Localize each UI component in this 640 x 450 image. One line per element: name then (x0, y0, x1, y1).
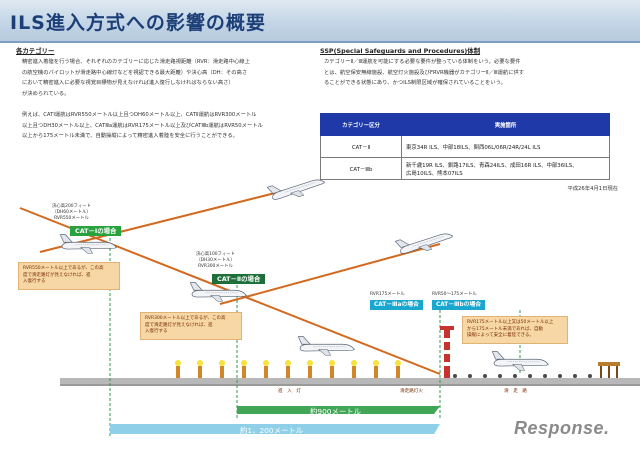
watermark-logo: Response. (514, 418, 610, 438)
cat2-dh-label: 決心高100フィート （DH30メートル） RVR300メートル (196, 252, 235, 270)
cat1-note-line: RVR550メートル以上であるが、この高 (23, 266, 104, 271)
cat1-dh-line: RVR550メートル (54, 216, 89, 221)
cat1-badge: CAT－Ⅰの場合 (70, 226, 122, 236)
right-section-title: SSP(Special Safeguards and Procedures)体制 (320, 47, 481, 55)
location-line: 東京34R ILS、中部18ILS、関西06L/06R/24R/24L ILS (406, 144, 541, 151)
cat2-note-line: 度で滑走路灯が見えなければ、進 (145, 322, 213, 328)
left-para1-line: において精密進入に必要な視覚目標物が見えなければ進入復行しなければならない高さ） (22, 80, 234, 87)
left-para1-line: の航空機のパイロットが滑走路中心線灯などを視認できる最大距離）や決心高（DH：そ… (22, 69, 248, 76)
localizer-tower (440, 326, 454, 378)
distance-900-label: 約900メートル (310, 407, 362, 416)
cat2-note-line: 入復行する (145, 329, 168, 335)
distance-bar-900 (237, 406, 440, 414)
cat3a-rvr-label: RVR175メートル (370, 292, 405, 297)
left-paragraph-2: 例えば、CATⅠ運航はRVR550メートル以上且つDH60メートル以上、CATⅡ… (22, 110, 317, 142)
cat3-note: RVR175メートル以上又は50メートル以上 から175メートル未満であれば、自… (462, 316, 568, 344)
airplane-climb-1 (266, 169, 327, 206)
left-para1-line: 精密進入着陸を行う場合、それぞれのカテゴリーに応じた滑走路視距離（RVR：滑走路… (22, 59, 250, 65)
date-note: 平成26年4月1日現在 (567, 186, 618, 192)
header-divider (0, 41, 640, 43)
missed-approach-line-2 (219, 243, 441, 305)
cat1-dh-line: （DH60メートル） (52, 210, 91, 215)
airplane-cat1 (59, 234, 117, 254)
cat3b-rvr-label: RVR50～175メートル (432, 292, 477, 297)
runway-label: 滑 走 路 (504, 389, 527, 394)
cat3-note-line: RVR175メートル以上又は50メートル以上 (467, 320, 554, 325)
distance-bar-1200 (110, 424, 440, 434)
location-line: 新千歳19R ILS、釧路17ILS、青森24ILS、成田16R ILS、中部3… (406, 162, 578, 169)
cat2-note-line: RVR300メートル以上であるが、この高 (145, 316, 226, 321)
cat3b-badge: CAT－Ⅲbの場合 (432, 300, 486, 310)
location-line: 広島10ILS、熊本07ILS (406, 170, 463, 177)
table-cell-location: 新千歳19R ILS、釧路17ILS、青森24ILS、成田16R ILS、中部3… (401, 157, 610, 180)
cat3-note-line: から175メートル未満であれば、自動 (467, 326, 544, 332)
cat1-dh-label: 決心高200フィート （DH60メートル） RVR550メートル (52, 204, 91, 222)
left-paragraph-1: 精密進入着陸を行う場合、それぞれのカテゴリーに応じた滑走路視距離（RVR：滑走路… (22, 57, 317, 99)
cat1-note-line: 入復行する (23, 279, 46, 285)
approach-lights (175, 360, 401, 378)
left-section-title: 各カテゴリー (16, 47, 55, 55)
header-banner (0, 0, 640, 42)
category-table: カテゴリー区分 実施箇所 CAT－Ⅱ 東京34R ILS、中部18ILS、関西0… (320, 113, 610, 180)
approach-lights-label: 進 入 灯 (278, 389, 301, 394)
cat3-note-line: 操縦によって安全に着陸できる。 (467, 333, 535, 339)
cat2-dh-line: 決心高100フィート (196, 252, 236, 257)
distance-1200-label: 約1，200メートル (240, 426, 304, 435)
runway-lights (453, 374, 592, 378)
left-para2-line: 例えば、CATⅠ運航はRVR550メートル以上且つDH60メートル以上、CATⅡ… (22, 112, 257, 118)
right-para-line: ることができる状態にあり、かつILS制限区域が確保されていることをいう。 (324, 80, 506, 87)
right-para-line: とは、航空保安無線施設、航空灯火施設及びFRVR機器がカテゴリーⅡ／Ⅲ運航に供す (324, 69, 525, 76)
left-para2-line: 以上且つDH30メートル以上、CATⅢa運航はRVR175メートル以上及びCAT… (22, 122, 263, 129)
cat1-note: RVR550メートル以上であるが、この高 度で滑走路灯が見えなければ、進 入復行… (18, 262, 120, 290)
cat2-note: RVR300メートル以上であるが、この高 度で滑走路灯が見えなければ、進 入復行… (140, 312, 242, 340)
airplane-landed (491, 351, 549, 371)
cat2-badge: CAT－Ⅱの場合 (212, 274, 266, 284)
localizer-antenna (598, 362, 620, 378)
missed-approach-line-1 (39, 187, 296, 253)
left-para1-line: が決められている。 (22, 90, 70, 97)
cat3a-badge: CAT－Ⅲaの場合 (370, 300, 423, 310)
right-paragraph: カテゴリーⅡ／Ⅲ運航を可能にする必要な要件が整っている体制をいう。必要な要件 と… (324, 57, 624, 89)
airplane-cat3 (297, 336, 355, 356)
left-para2-line: 以上から175メートル未満で、自動操縦によって精密進入着陸を安全に行うことができ… (22, 133, 238, 140)
ground-strip (60, 378, 640, 384)
cat1-note-line: 度で滑走路灯が見えなければ、進 (23, 272, 91, 278)
table-row: CAT－Ⅲb 新千歳19R ILS、釧路17ILS、青森24ILS、成田16R … (320, 157, 610, 180)
right-para-line: カテゴリーⅡ／Ⅲ運航を可能にする必要な要件が整っている体制をいう。必要な要件 (324, 59, 521, 65)
cat2-dh-line: RVR300メートル (198, 264, 233, 269)
threshold-label: 滑走路灯火 (400, 389, 423, 394)
page-title: ILS進入方式への影響の概要 (10, 12, 266, 34)
cat1-dh-line: 決心高200フィート (52, 204, 92, 209)
ground-edge (60, 384, 640, 386)
cat2-dh-line: （DH30メートル） (196, 258, 235, 263)
